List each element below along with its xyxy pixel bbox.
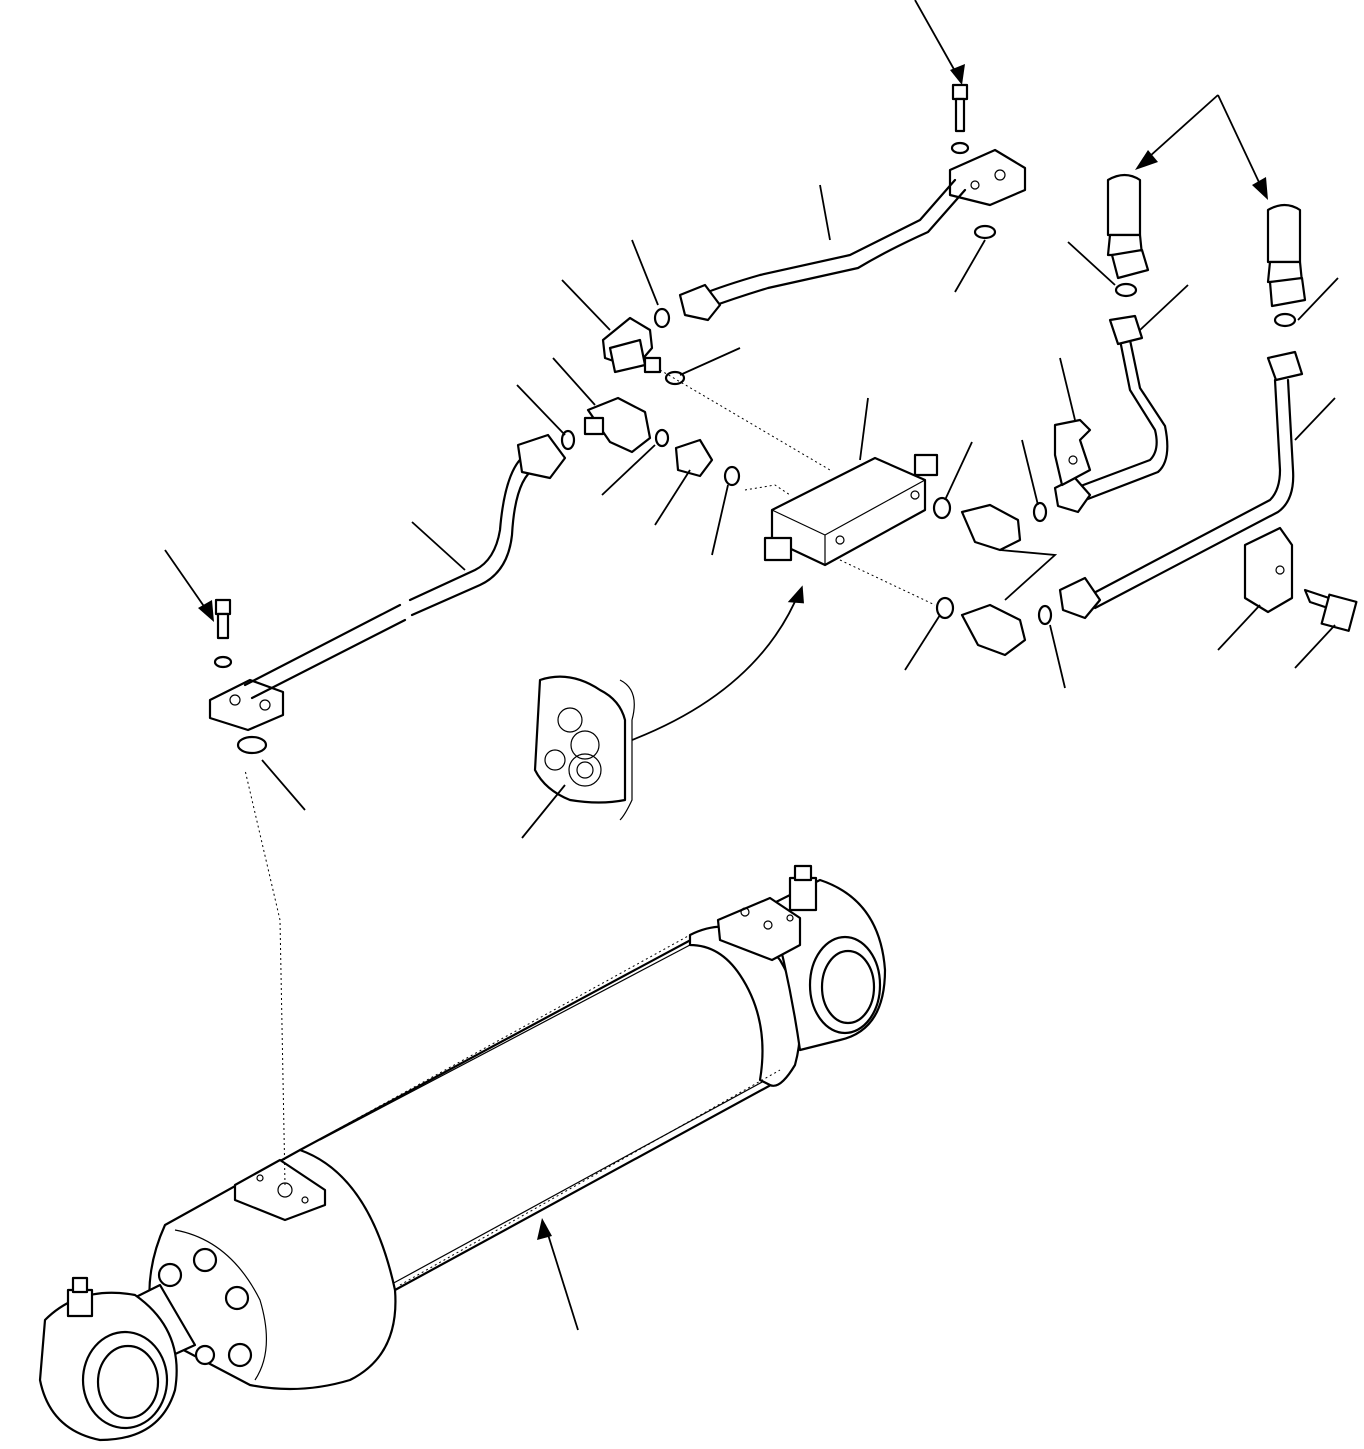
leader-seal-kit bbox=[521, 784, 566, 839]
seal-kit-arrow bbox=[631, 589, 801, 741]
upper-tube-nut bbox=[678, 283, 722, 322]
washer bbox=[213, 655, 233, 669]
leader bbox=[954, 239, 986, 293]
seal-kit-package bbox=[533, 585, 804, 821]
alignment-line bbox=[244, 769, 286, 1186]
cap-port-plate bbox=[233, 1158, 327, 1222]
o-ring bbox=[932, 496, 952, 520]
leader-clamp bbox=[1059, 357, 1076, 421]
flange-bolt bbox=[192, 1247, 218, 1273]
upper-flange bbox=[948, 148, 1027, 207]
hose-right bbox=[1266, 203, 1302, 264]
tube-nut bbox=[1053, 476, 1092, 514]
o-ring bbox=[973, 224, 997, 240]
lower-hydraulic-tube bbox=[208, 433, 567, 755]
elbow-fitting-right-lower bbox=[960, 603, 1027, 657]
flange-bolt bbox=[224, 1285, 250, 1311]
valve-port bbox=[913, 453, 939, 477]
valve-port bbox=[763, 536, 793, 562]
leader-upper-tube bbox=[819, 184, 831, 241]
hoses bbox=[1106, 173, 1307, 328]
leader bbox=[561, 279, 611, 331]
tube-nut bbox=[1058, 576, 1102, 620]
tube-clamp bbox=[1053, 418, 1092, 487]
left-elbow-fittings bbox=[560, 307, 741, 487]
leader-valve-block bbox=[859, 397, 869, 461]
leader bbox=[1067, 241, 1116, 286]
grease-fitting bbox=[788, 876, 818, 912]
o-ring bbox=[1032, 501, 1048, 523]
o-ring bbox=[560, 429, 576, 451]
valve-block bbox=[659, 369, 939, 606]
leader-clamp bbox=[1217, 604, 1261, 651]
elbow-fitting-right-upper bbox=[960, 503, 1022, 552]
washer bbox=[950, 141, 970, 155]
leader bbox=[904, 614, 941, 671]
leader bbox=[679, 347, 741, 376]
cap-screw-head bbox=[951, 83, 969, 101]
leader bbox=[1021, 439, 1039, 506]
hydraulic-cylinder bbox=[38, 864, 887, 1442]
o-ring bbox=[653, 307, 671, 329]
straight-adapter bbox=[674, 438, 714, 478]
o-ring bbox=[1037, 604, 1053, 626]
o-ring bbox=[236, 735, 268, 755]
upper-hydraulic-tube bbox=[678, 83, 1027, 322]
leader-lower-tube bbox=[411, 521, 466, 571]
flange-bolt bbox=[227, 1342, 253, 1368]
flange-bolt bbox=[157, 1262, 183, 1288]
o-ring bbox=[935, 596, 955, 620]
o-ring bbox=[1114, 282, 1138, 298]
hose-left bbox=[1106, 173, 1142, 237]
tube-nut bbox=[516, 433, 567, 480]
elbow-fitting-middle bbox=[586, 396, 652, 454]
right-tubes bbox=[1053, 314, 1358, 632]
cap-screw-head bbox=[214, 598, 232, 616]
leader bbox=[1139, 284, 1189, 331]
rod-grease-fitting bbox=[66, 1288, 94, 1318]
leader bbox=[1297, 277, 1339, 321]
o-ring bbox=[664, 370, 686, 386]
leader-long-tube bbox=[1294, 397, 1336, 441]
leader bbox=[654, 469, 691, 526]
o-ring bbox=[1273, 312, 1297, 328]
flange-bolt bbox=[194, 1344, 216, 1366]
leader bbox=[1049, 624, 1066, 689]
seal-kit-bag bbox=[533, 675, 627, 804]
right-elbow-fittings bbox=[932, 496, 1058, 657]
o-ring bbox=[654, 428, 670, 448]
callout-leaders bbox=[164, 0, 1339, 1331]
valve-block-body bbox=[770, 456, 927, 567]
leader bbox=[601, 444, 656, 496]
tube-clamp bbox=[1243, 526, 1294, 614]
leader bbox=[711, 484, 729, 556]
leader-o-ring bbox=[261, 759, 306, 811]
leader bbox=[516, 384, 566, 436]
leader bbox=[944, 441, 973, 501]
o-ring bbox=[723, 465, 741, 487]
leader-cap-screw bbox=[1294, 624, 1336, 669]
leader bbox=[631, 239, 659, 306]
leader bbox=[552, 357, 596, 406]
clevis-port-plate bbox=[716, 896, 802, 962]
